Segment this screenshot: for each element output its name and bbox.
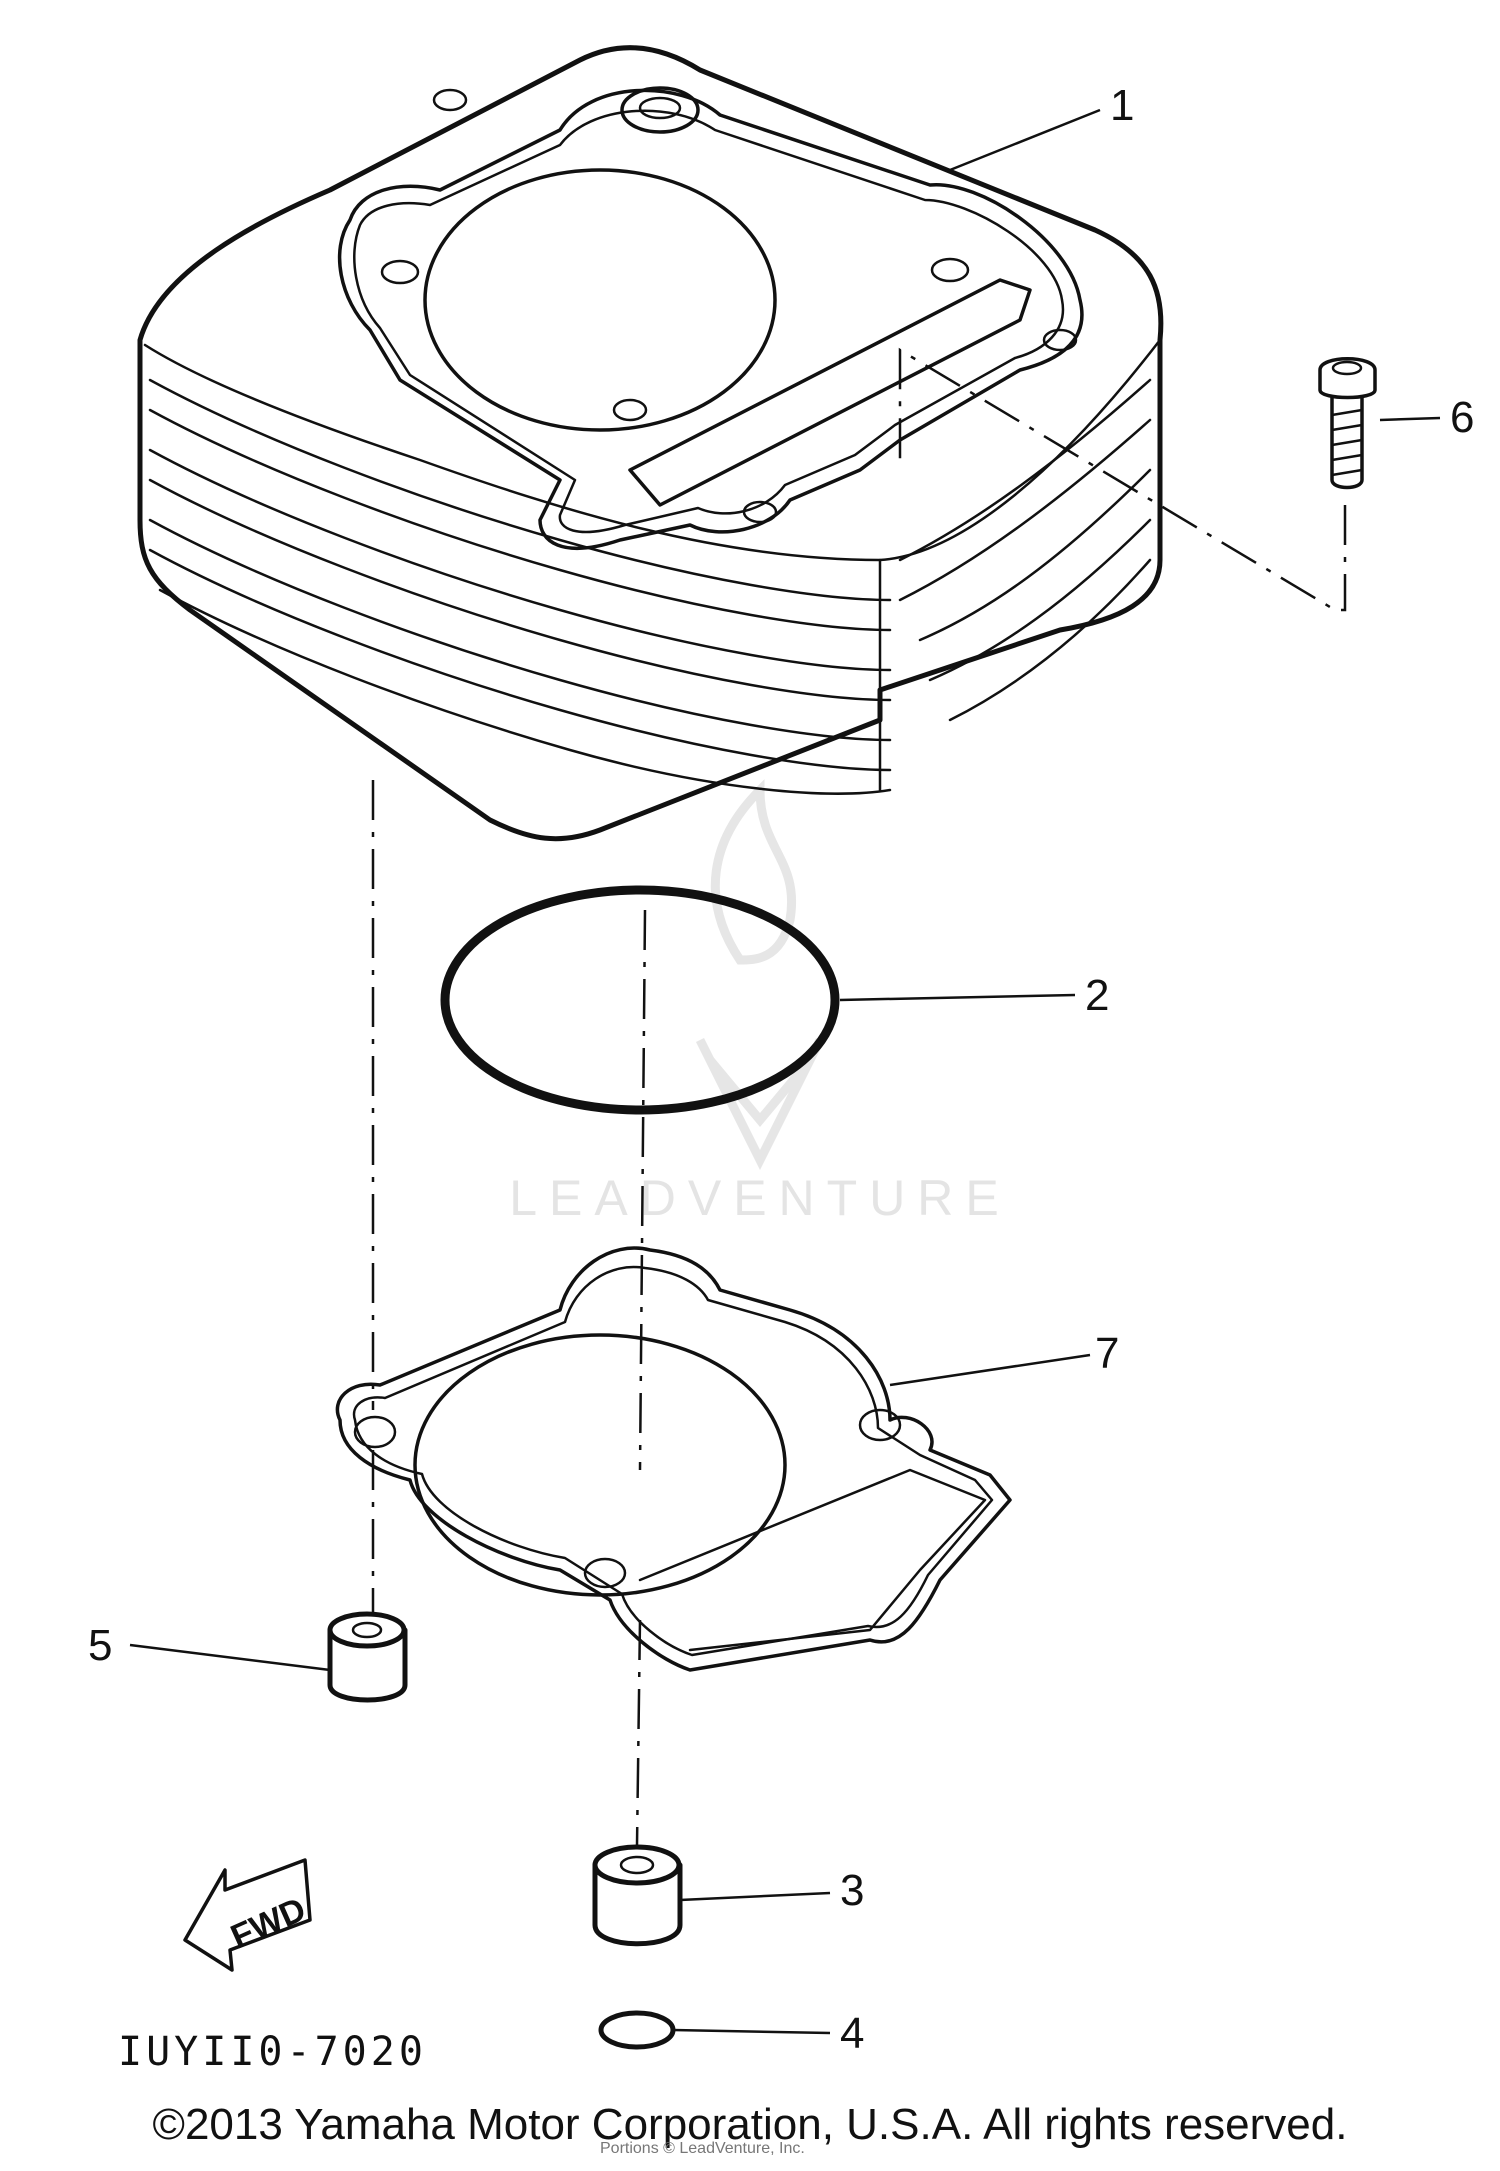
watermark-flame-logo <box>695 779 825 1171</box>
dowel-pin-part-3 <box>592 1844 683 1947</box>
o-ring-part-2 <box>440 885 840 1115</box>
callout-4: 4 <box>840 2009 864 2058</box>
callout-3: 3 <box>840 1866 864 1915</box>
assembly-center-lines <box>371 347 1347 1846</box>
callout-7: 7 <box>1095 1329 1119 1378</box>
diagram-code: IUYII0-7020 <box>118 2029 427 2075</box>
cylinder-part-1 <box>137 45 1164 842</box>
callout-numbers: 1 2 3 4 5 6 7 <box>88 81 1474 2058</box>
callout-6: 6 <box>1450 393 1474 442</box>
callout-5: 5 <box>88 1621 112 1670</box>
small-credit: Portions © LeadVenture, Inc. <box>600 2140 805 2157</box>
leader-lines <box>129 108 1441 2035</box>
fwd-arrow-icon: FWD <box>183 1858 312 1972</box>
copyright-notice: ©2013 Yamaha Motor Corporation, U.S.A. A… <box>152 2100 1348 2149</box>
dowel-pin-part-5 <box>327 1611 408 1703</box>
watermark: LEADVENTURE <box>509 779 1011 1226</box>
o-ring-part-4 <box>598 2010 676 2050</box>
callout-1: 1 <box>1110 81 1134 130</box>
callout-2: 2 <box>1085 971 1109 1020</box>
bolt-part-6 <box>1318 357 1377 490</box>
fwd-label: FWD <box>225 1890 311 1956</box>
gasket-part-7 <box>335 1246 1012 1672</box>
watermark-text: LEADVENTURE <box>509 1170 1011 1226</box>
